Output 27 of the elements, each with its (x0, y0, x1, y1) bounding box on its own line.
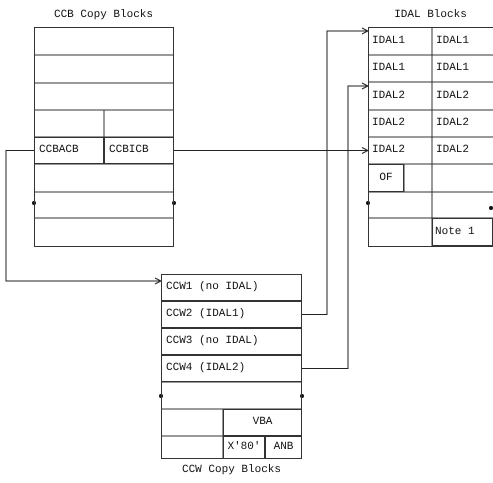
field-name: IDAL2 (372, 90, 406, 102)
block-title: CCB Copy Blocks (52, 8, 154, 23)
field-name: IDAL1 (436, 34, 470, 48)
field-name: CCBACB (34, 137, 104, 164)
field-name: IDAL2 (436, 144, 470, 157)
field-name: IDAL1 (372, 62, 406, 75)
block-title: IDAL Blocks (393, 8, 468, 23)
field-name: IDAL2 (436, 117, 470, 130)
arrow (301, 82, 368, 369)
field-name: Note 1 (432, 218, 493, 246)
field-name: CCW4 (IDAL2) (161, 355, 302, 382)
field-name: IDAL2 (436, 90, 470, 102)
field-name: IDAL2 (372, 144, 406, 157)
arrow (301, 28, 368, 315)
field-name: IDAL1 (372, 34, 406, 48)
field-name: OF (368, 164, 404, 192)
field-name: CCBICB (104, 137, 174, 164)
field-name: CCW3 (no IDAL) (161, 328, 302, 355)
arrow (6, 150, 162, 284)
field-name: X'80' (223, 436, 265, 459)
field-name: VBA (223, 409, 302, 436)
field-name: IDAL2 (372, 117, 406, 130)
field-name: IDAL1 (436, 62, 470, 75)
block-title: CCW Copy Blocks (180, 463, 282, 478)
arrow (173, 147, 368, 154)
field-name: CCW2 (IDAL1) (161, 301, 302, 328)
field-name: ANB (265, 436, 302, 459)
